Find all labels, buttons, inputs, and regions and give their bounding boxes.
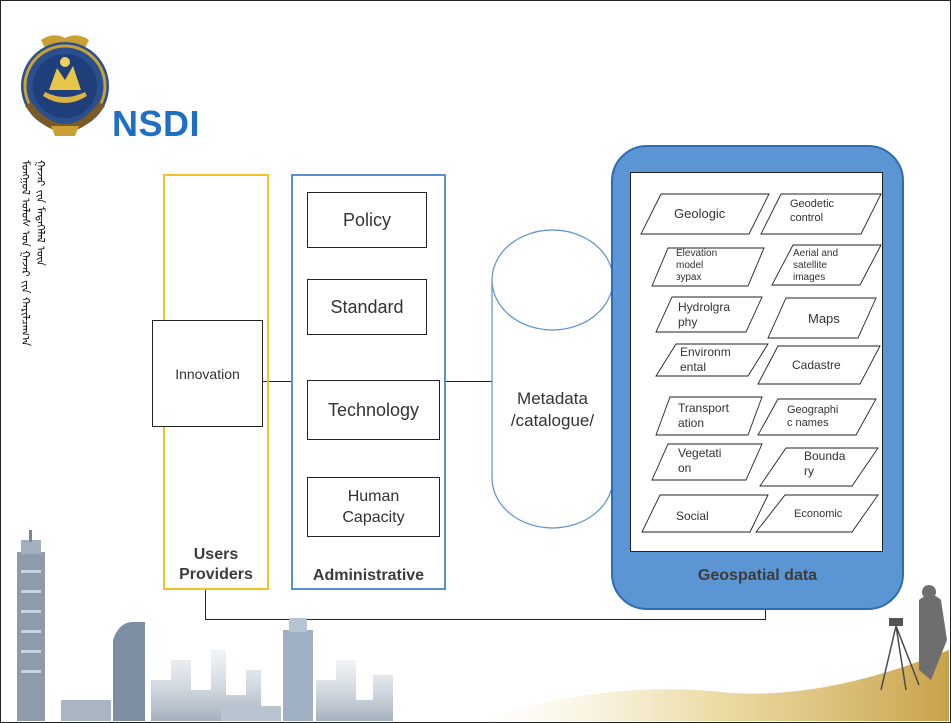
boundary-line-2: ry: [804, 464, 814, 478]
aerial-line-2: satellite: [793, 260, 827, 271]
maps-label: Maps: [808, 311, 840, 326]
hydrography-line-2: phy: [678, 315, 698, 329]
aerial-line-3: images: [793, 272, 826, 283]
connector-admin-metadata: [444, 381, 492, 382]
boundary-shape: [759, 447, 879, 487]
metadata-line-2: /catalogue/: [510, 411, 595, 430]
geographic-names-line-1: Geographi: [787, 404, 839, 416]
elevation-line-1: Elevation: [676, 248, 718, 259]
metadata-line-1: Metadata: [517, 389, 588, 408]
geodetic-control-label: Geodetic control: [790, 197, 834, 225]
geodetic-line-2: control: [790, 212, 824, 224]
geospatial-item-labels: Geologic Geodetic control Elevation mode…: [630, 172, 883, 552]
users-label: Users: [193, 546, 239, 563]
economic-label: Economic: [794, 508, 843, 520]
human-capacity-box: Human Capacity: [307, 477, 440, 537]
aerial-label: Aerial and satellite images: [793, 248, 838, 284]
environmental-line-2: ental: [680, 360, 707, 374]
page-title: NSDI: [112, 103, 201, 144]
boundary-line-1: Bounda: [804, 449, 846, 463]
human-capacity-line-2: Capacity: [342, 509, 405, 526]
geodetic-control-shape: [760, 193, 882, 235]
geospatial-items: [640, 193, 882, 533]
environmental-shape: [655, 343, 769, 377]
feedback-line-bottom: [205, 619, 766, 620]
boundary-label: Bounda ry: [804, 449, 845, 479]
providers-label: Providers: [179, 566, 253, 583]
geologic-label: Geologic: [674, 206, 726, 221]
economic-shape: [755, 494, 879, 533]
human-capacity-line-1: Human: [347, 488, 400, 505]
maps-shape: [767, 297, 877, 339]
hydrography-line-1: Hydrolgra: [678, 300, 731, 314]
geologic-shape: [640, 193, 770, 235]
cityscape-decoration: [17, 530, 949, 721]
transportation-shape: [655, 396, 763, 436]
vegetation-line-2: on: [678, 461, 692, 475]
aerial-line-1: Aerial and: [793, 248, 839, 259]
metadata-cylinder: [491, 229, 614, 529]
transportation-line-1: Transport: [678, 401, 729, 415]
transportation-label: Transport ation: [678, 401, 729, 431]
administrative-label: Administrative: [312, 567, 425, 584]
vegetation-label: Vegetati on: [678, 446, 721, 476]
aerial-shape: [771, 244, 882, 286]
feedback-line-left: [205, 590, 206, 620]
cadastre-shape: [757, 345, 881, 385]
elevation-line-3: зурах: [676, 272, 702, 283]
standard-box: Standard: [307, 279, 427, 335]
geographic-names-line-2: c names: [787, 417, 829, 429]
transportation-line-2: ation: [678, 416, 705, 430]
policy-box: Policy: [307, 192, 427, 248]
administrative-column: [291, 174, 446, 590]
connector-users-admin: [263, 381, 293, 382]
vegetation-line-1: Vegetati: [678, 446, 722, 460]
environmental-line-1: Environm: [680, 345, 731, 359]
innovation-box: Innovation: [152, 320, 263, 427]
metadata-label: Metadata /catalogue/: [490, 388, 615, 432]
vertical-script-decoration-2: ᠭᠠᠵᠠᠷ ᠵᠢᠨ ᠮᠡᠳᠡᠭᠡᠯᠡᠯ ᠦᠨ: [34, 160, 47, 266]
hydrography-shape: [655, 296, 763, 333]
mongolia-emblem-icon: [21, 35, 109, 136]
social-shape: [641, 494, 769, 533]
geographic-names-shape: [757, 398, 877, 436]
vertical-script-decoration: ᠮᠣᠩᠭᠣᠯ ᠤᠯᠤᠰ ᠤᠨ ᠭᠠᠵᠠᠷ ᠵᠢᠨ ᠬᠠᠷᠢᠯᠴᠠᠭ᠎ᠠ: [19, 160, 32, 347]
technology-box: Technology: [307, 380, 440, 440]
social-label: Social: [676, 509, 709, 523]
elevation-label: Elevation model зурах: [676, 248, 717, 284]
elevation-line-2: model: [676, 260, 704, 271]
vegetation-shape: [651, 443, 763, 481]
hydrography-label: Hydrolgra phy: [678, 300, 730, 330]
users-providers-label: Users Providers: [163, 545, 269, 585]
cadastre-label: Cadastre: [792, 358, 841, 372]
geodetic-line-1: Geodetic: [790, 198, 835, 210]
environmental-label: Environm ental: [680, 345, 731, 375]
geographic-names-label: Geographi c names: [787, 404, 838, 430]
elevation-shape: [651, 247, 765, 287]
geospatial-data-label: Geospatial data: [697, 567, 818, 584]
